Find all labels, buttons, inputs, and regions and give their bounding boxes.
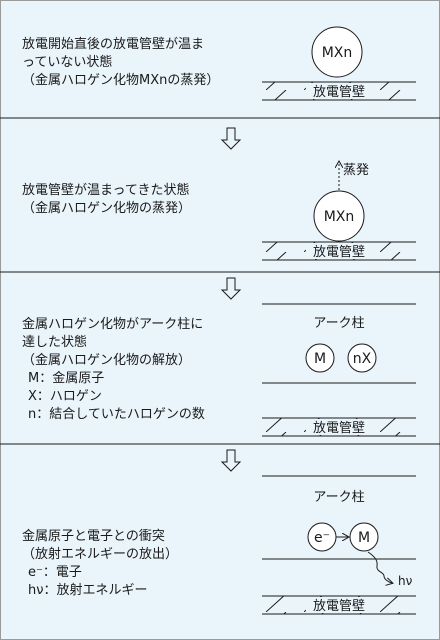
stage-3-wall-label: 放電管壁 xyxy=(313,421,365,436)
stage-3-line-6: n：結合していたハロゲンの数 xyxy=(28,407,205,422)
stage-2: 放電管壁が温まってきた状態 （金属ハロゲン化物の蒸発） 蒸発 MXn 放電管壁 xyxy=(22,162,416,261)
stage-4-metal-atom-label: M xyxy=(358,530,370,546)
stage-3: 金属ハロゲン化物がアーク柱に 達した状態 （金属ハロゲン化物の解放） M：金属原… xyxy=(22,303,416,437)
radiation-wavy-arrow xyxy=(367,551,392,583)
stage-4-description: 金属原子と電子との衝突 （放射エネルギーの放出） e⁻：電子 hν：放射エネルギ… xyxy=(22,528,178,598)
stage-4-arc-label: アーク柱 xyxy=(313,490,364,505)
flow-arrow-2 xyxy=(220,277,242,300)
flow-arrow-3 xyxy=(220,449,242,472)
stage-1-line-3: （金属ハロゲン化物MXnの蒸発） xyxy=(22,72,219,88)
stage-3-halogen-label: nX xyxy=(353,351,372,367)
stage-1: 放電開始直後の放電管壁が温ま っていない状態 （金属ハロゲン化物MXnの蒸発） … xyxy=(22,26,416,101)
stage-4-line-2: （放射エネルギーの放出） xyxy=(22,546,178,562)
stage-4-tube-wall: 放電管壁 xyxy=(262,595,416,615)
stage-1-description: 放電開始直後の放電管壁が温ま っていない状態 （金属ハロゲン化物MXnの蒸発） xyxy=(22,37,219,88)
stage-3-line-4: M：金属原子 xyxy=(28,370,104,386)
stage-3-line-5: X：ハロゲン xyxy=(28,389,102,404)
stage-2-molecule-circle xyxy=(313,190,365,242)
stage-3-tube-wall: 放電管壁 xyxy=(262,417,416,437)
stage-4-line-1: 金属原子と電子との衝突 xyxy=(22,528,165,544)
stage-2-wall-label: 放電管壁 xyxy=(313,245,365,260)
stage-2-description: 放電管壁が温まってきた状態 （金属ハロゲン化物の蒸発） xyxy=(22,182,191,216)
stage-1-tube-wall: 放電管壁 xyxy=(262,81,416,101)
stage-2-line-2: （金属ハロゲン化物の蒸発） xyxy=(22,200,191,216)
stage-1-wall-label: 放電管壁 xyxy=(313,85,365,100)
stage-1-molecule-label: MXn xyxy=(322,45,353,61)
stage-1-line-2: っていない状態 xyxy=(22,54,112,70)
stage-4-line-4: hν：放射エネルギー xyxy=(28,582,148,598)
stage-1-molecule-circle xyxy=(311,26,363,78)
stage-4-metal-atom-circle xyxy=(349,522,379,552)
stage-3-arc-label: アーク柱 xyxy=(313,316,364,331)
stage-2-tube-wall: 放電管壁 xyxy=(262,241,416,261)
stage-2-molecule-label: MXn xyxy=(324,209,355,225)
evaporation-label: 蒸発 xyxy=(343,163,369,178)
stage-3-description: 金属ハロゲン化物がアーク柱に 達した状態 （金属ハロゲン化物の解放） M：金属原… xyxy=(22,316,205,422)
stage-4: 金属原子と電子との衝突 （放射エネルギーの放出） e⁻：電子 hν：放射エネルギ… xyxy=(22,475,416,615)
stage-4-electron-label: e⁻ xyxy=(314,530,330,546)
stage-1-line-1: 放電開始直後の放電管壁が温ま xyxy=(22,37,204,52)
stage-3-line-2: 達した状態 xyxy=(22,334,87,350)
stage-2-line-1: 放電管壁が温まってきた状態 xyxy=(22,182,189,198)
flow-arrow-1 xyxy=(220,127,242,150)
stage-3-halogen-circle xyxy=(347,343,377,373)
stage-3-metal-atom-label: M xyxy=(314,351,326,367)
stage-3-line-1: 金属ハロゲン化物がアーク柱に xyxy=(22,316,203,332)
photon-label: hν xyxy=(398,574,413,588)
stage-3-line-3: （金属ハロゲン化物の解放） xyxy=(22,352,191,368)
stage-3-metal-atom-circle xyxy=(305,343,335,373)
stage-4-wall-label: 放電管壁 xyxy=(313,599,365,614)
stage-4-line-3: e⁻：電子 xyxy=(28,565,82,580)
